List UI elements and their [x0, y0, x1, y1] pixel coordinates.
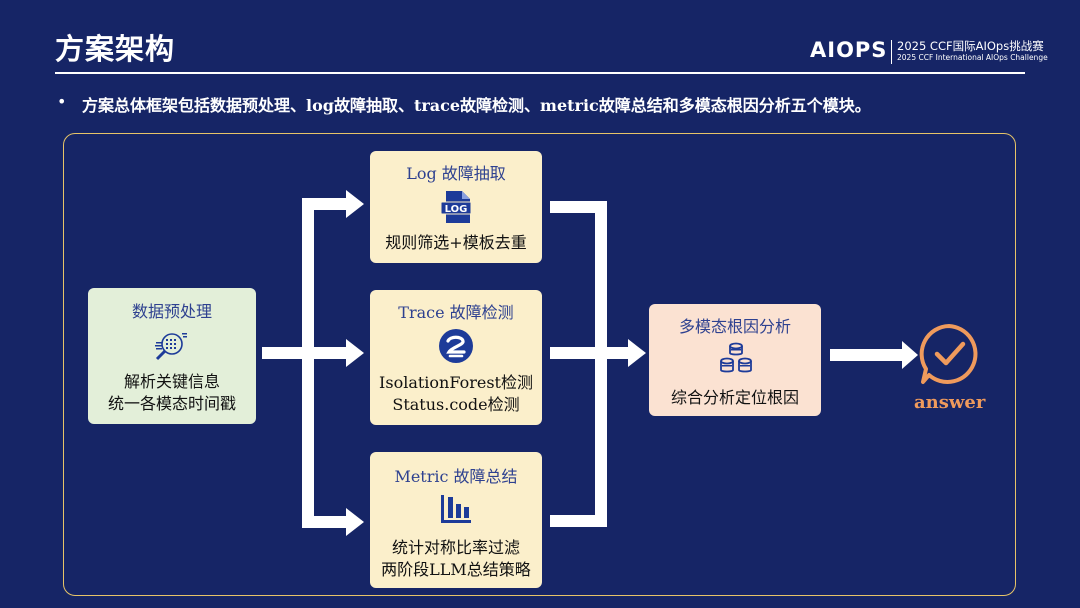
preprocess-box: 数据预处理 解析关键信息 统一各模态时间戳	[88, 288, 256, 424]
arrow-preprocess-branch	[262, 347, 308, 359]
event-name-cn: 2025 CCF国际AIOps挑战赛	[897, 39, 1044, 53]
bar-chart-icon	[441, 495, 471, 523]
summary-bullet: 方案总体框架包括数据预处理、log故障抽取、trace故障检测、metric故障…	[82, 96, 871, 115]
log-title: Log 故障抽取	[406, 164, 506, 183]
answer-label: answer	[914, 392, 986, 413]
rca-box: 多模态根因分析 综合分析定位根因	[649, 304, 821, 416]
arrow-to-metric-head	[346, 508, 364, 536]
preprocess-line2: 统一各模态时间戳	[107, 394, 236, 413]
title-divider	[55, 72, 1025, 74]
log-file-icon: LOG	[440, 191, 472, 223]
merge-from-metric	[550, 515, 607, 527]
merge-from-log	[550, 201, 607, 213]
arrow-to-log-head	[346, 190, 364, 218]
arrow-to-rca-head	[628, 339, 646, 367]
arrow-to-answer-head	[902, 341, 918, 369]
magnifier-data-icon	[155, 333, 187, 361]
trace-line2: Status.code检测	[392, 395, 520, 414]
log-line1: 规则筛选+模板去重	[385, 233, 527, 252]
svg-text:LOG: LOG	[445, 204, 468, 215]
diagram-frame	[63, 133, 1016, 596]
bullet-marker: •	[57, 92, 67, 111]
aiops-logo: AIOPS	[810, 38, 888, 62]
rca-line1: 综合分析定位根因	[670, 388, 799, 407]
arrow-to-trace-shaft	[302, 347, 348, 359]
database-stack-icon	[720, 342, 752, 373]
arrow-to-trace-head	[346, 339, 364, 367]
preprocess-line1: 解析关键信息	[123, 372, 220, 391]
arrow-to-answer-shaft	[830, 349, 904, 361]
arrow-to-metric-shaft	[302, 516, 348, 528]
preprocess-title: 数据预处理	[131, 302, 212, 321]
branch-vertical-bar	[302, 198, 314, 528]
event-name-en: 2025 CCF International AIOps Challenge	[897, 53, 1048, 62]
trace-line1: IsolationForest检测	[379, 373, 533, 392]
check-chat-icon	[919, 324, 978, 384]
merge-vertical-bar	[595, 201, 607, 527]
metric-line2: 两阶段LLM总结策略	[381, 560, 531, 579]
metric-title: Metric 故障总结	[394, 467, 518, 486]
arrow-to-log-shaft	[302, 198, 348, 210]
trace-title: Trace 故障检测	[398, 303, 514, 322]
metric-line1: 统计对称比率过滤	[391, 538, 520, 557]
logo-divider	[891, 40, 892, 64]
rca-title: 多模态根因分析	[678, 317, 791, 336]
page-title: 方案架构	[55, 32, 176, 66]
arrow-to-rca-shaft	[550, 347, 630, 359]
trace-logo-icon	[439, 329, 473, 363]
